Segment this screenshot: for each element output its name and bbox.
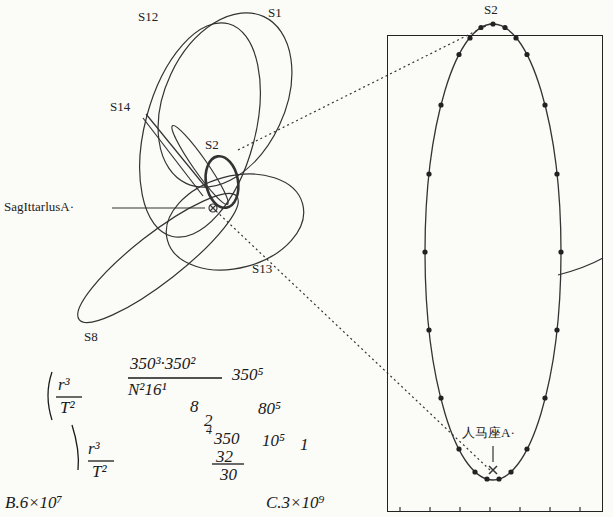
dotted-line [216,211,490,470]
handwritten-note: 8 [190,398,199,417]
handwritten-note: 350 [214,430,240,449]
star-label: S2 [484,3,498,17]
handwritten-note: r³ [88,440,100,459]
handwritten-note: 350³·350² [130,355,195,374]
handwritten-note: T² [92,463,107,482]
handwritten-note: C.3×10⁹ [266,494,324,513]
center-mark [489,466,497,474]
handwritten-note: 4 [206,424,212,437]
star-label: S2 [205,138,219,152]
handwritten-note: N²16¹ [128,381,167,400]
star-label: S1 [268,6,282,20]
handwritten-note: 30 [220,466,237,485]
leader-line [492,446,493,462]
center-mark [210,205,216,211]
leader-line [558,258,603,275]
handwritten-note: B.6×10⁷ [5,494,63,513]
orbit [425,24,561,480]
object-label: 人马座A· [462,426,515,440]
handwritten-note: r³ [58,376,70,395]
leader-line [146,114,208,190]
handwritten-note: 32 [216,448,233,467]
star-label: S12 [138,10,158,24]
object-label: SagIttarlusA· [4,200,74,214]
center-mark [209,204,217,212]
star-label: S8 [84,330,98,344]
leader-line [143,118,203,196]
handwritten-note: 80⁵ [258,400,281,419]
handwritten-note: 350⁵ [232,366,263,385]
star-label: S14 [110,100,130,114]
orbit [202,154,243,211]
dotted-line [238,24,490,150]
orbit [64,178,251,339]
handwriting [48,372,244,470]
leader-line [112,207,205,208]
zoom-panel: S2人马座A· [387,35,603,512]
orbit [155,159,314,284]
orbit [167,122,234,209]
handwritten-note: T² [60,399,75,418]
star-label: S13 [252,262,272,276]
handwritten-note: 10⁵ [262,432,285,451]
orbit [118,10,281,251]
handwritten-note: 1 [300,436,309,455]
